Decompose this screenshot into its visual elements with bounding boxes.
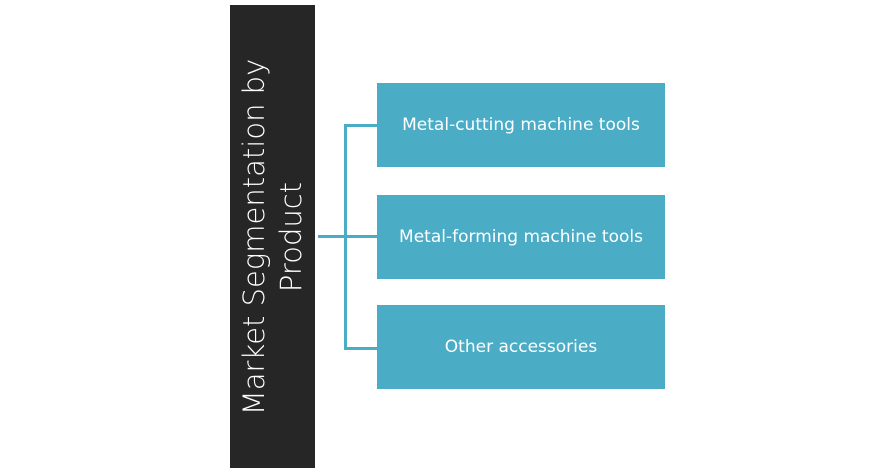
segment-label: Other accessories <box>444 337 598 357</box>
segment-label: Metal-cutting machine tools <box>402 115 640 135</box>
root-label: Market Segmentation by Product <box>236 58 308 415</box>
root-node: Market Segmentation by Product <box>230 5 315 468</box>
connector-branch-2 <box>344 235 377 238</box>
connector-branch-3 <box>344 347 377 350</box>
segment-label: Metal-forming machine tools <box>399 227 643 247</box>
connector-branch-1 <box>344 124 377 127</box>
connector-main <box>318 235 346 238</box>
segment-metal-cutting: Metal-cutting machine tools <box>377 83 665 167</box>
segment-other-accessories: Other accessories <box>377 305 665 389</box>
segment-metal-forming: Metal-forming machine tools <box>377 195 665 279</box>
